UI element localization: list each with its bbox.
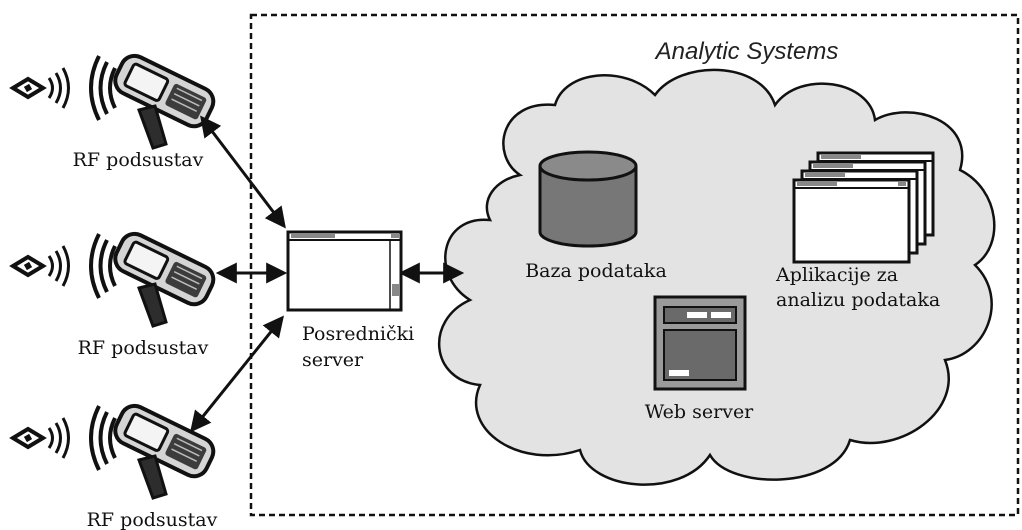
region-title: Analytic Systems (654, 38, 839, 65)
arrow-rf1-server (200, 115, 286, 229)
rf-subsystem-2: RF podsustav (11, 227, 220, 359)
rf-subsystem-label: RF podsustav (78, 337, 209, 359)
rfid-tag-icon (11, 66, 71, 110)
database-label: Baza podataka (525, 260, 667, 282)
middleware-label-line1: Posrednički (302, 323, 414, 345)
arrow-rf3-server (190, 315, 284, 433)
middleware-label-line2: server (302, 349, 364, 371)
applications-label-line2: analizu podataka (776, 289, 940, 311)
handheld-reader-icon (89, 227, 220, 328)
handheld-reader-icon (89, 399, 220, 500)
rfid-tag-icon (11, 416, 71, 460)
rf-subsystem-label: RF podsustav (73, 149, 204, 171)
database-cylinder-icon (538, 150, 638, 248)
server-window-icon (286, 230, 403, 312)
handheld-reader-icon (89, 49, 220, 150)
application-windows-icon (792, 151, 935, 264)
web-server-icon (653, 295, 747, 391)
applications-label-line1: Aplikacije za (775, 264, 898, 286)
web-server-label: Web server (645, 401, 754, 423)
rfid-tag-icon (11, 244, 71, 288)
rf-subsystem-3: RF podsustav (11, 399, 220, 530)
rf-subsystem-1: RF podsustav (11, 49, 220, 171)
rf-subsystem-label: RF podsustav (87, 509, 218, 530)
